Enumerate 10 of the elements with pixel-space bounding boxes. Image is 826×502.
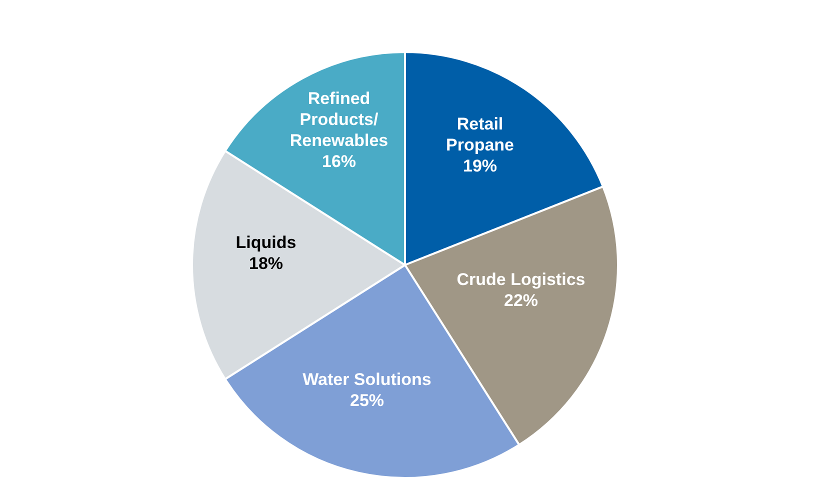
value-label: 16% bbox=[320, 151, 358, 172]
value-label: 19% bbox=[462, 156, 498, 176]
category-label: Liquids bbox=[234, 232, 298, 253]
category-label: Refined Products/ Renewables bbox=[288, 88, 390, 151]
value-label: 25% bbox=[348, 390, 386, 411]
value-label: 18% bbox=[248, 253, 284, 274]
category-label: Retail Propane bbox=[444, 114, 516, 156]
category-label: Water Solutions bbox=[302, 369, 432, 390]
value-label: 22% bbox=[502, 290, 540, 311]
category-label: Crude Logistics bbox=[456, 269, 586, 290]
